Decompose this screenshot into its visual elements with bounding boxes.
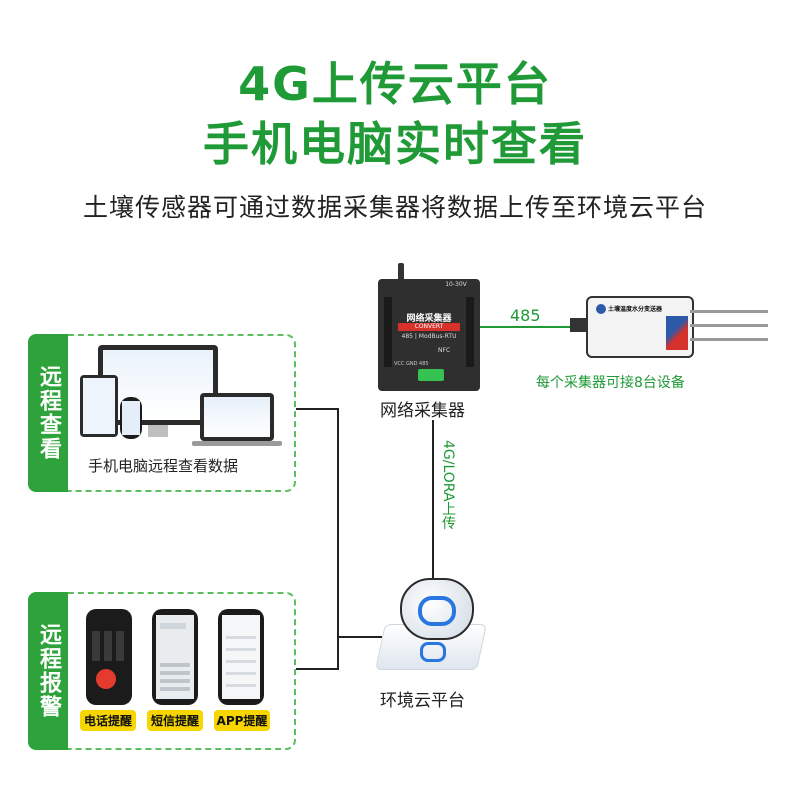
probe-3 xyxy=(690,338,768,341)
badge-app-alert: APP提醒 xyxy=(214,710,270,731)
title-line-2: 手机电脑实时查看 xyxy=(0,108,790,174)
uplink-label: 4G/LORA上传 xyxy=(438,440,458,530)
badge-phone-alert: 电话提醒 xyxy=(80,710,136,731)
collector-device: 10-30V 网络采集器 CONVERT 485 | ModBus-RTU NF… xyxy=(378,263,480,391)
badge-sms-alert: 短信提醒 xyxy=(147,710,203,731)
cloud-label: 环境云平台 xyxy=(380,686,490,711)
probe-1 xyxy=(690,310,768,313)
phone xyxy=(120,397,142,439)
remote-alarm-tab: 远程报警 xyxy=(28,592,68,750)
connector-alarm xyxy=(292,668,339,670)
phone-app-image xyxy=(218,609,264,705)
soil-sensor: 土壤温度水分变送器 xyxy=(570,296,770,356)
subtitle: 土壤传感器可通过数据采集器将数据上传至环境云平台 xyxy=(0,188,790,224)
tablet xyxy=(80,375,118,437)
probe-2 xyxy=(690,324,768,327)
computer-devices-image xyxy=(80,345,280,450)
connector-view xyxy=(292,408,339,410)
remote-view-tab: 远程查看 xyxy=(28,334,68,492)
collector-label: 网络采集器 xyxy=(380,396,490,421)
link-485-label: 485 xyxy=(510,306,541,325)
phone-call-image xyxy=(86,609,132,705)
cloud-platform-icon xyxy=(372,568,488,680)
phone-sms-image xyxy=(152,609,198,705)
remote-view-caption: 手机电脑远程查看数据 xyxy=(88,455,288,476)
connector-485 xyxy=(478,326,573,328)
connector-vertical xyxy=(337,408,339,670)
sensor-note: 每个采集器可接8台设备 xyxy=(536,372,736,392)
terminal-block xyxy=(418,369,444,381)
title-line-1: 4G上传云平台 xyxy=(0,48,790,114)
connector-uplink xyxy=(432,420,434,580)
laptop xyxy=(200,393,274,441)
